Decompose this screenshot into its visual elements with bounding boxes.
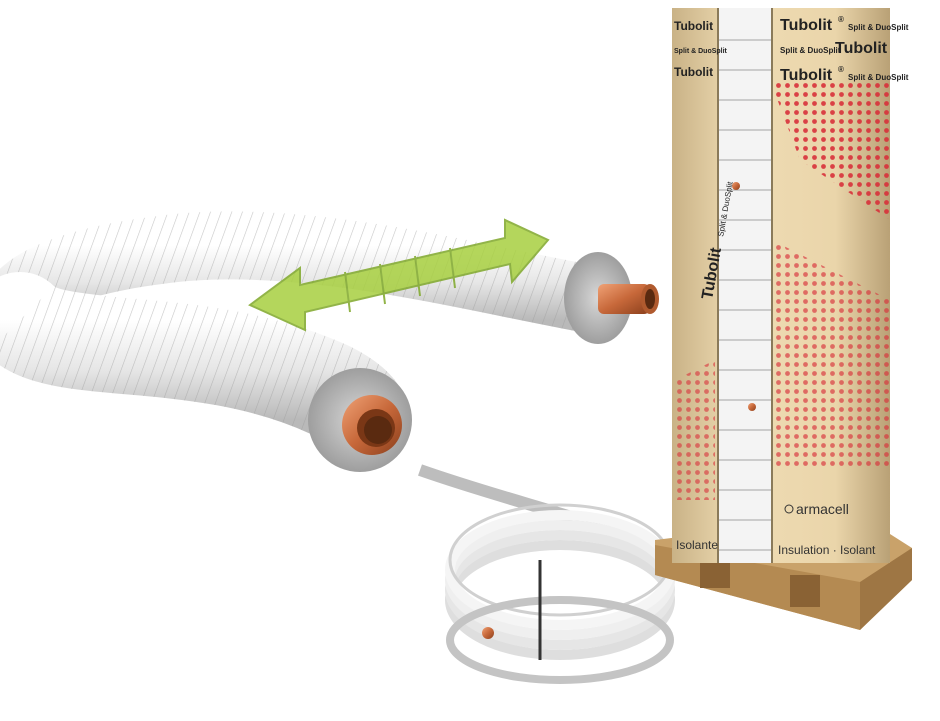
brand-name-1: Tubolit xyxy=(780,17,833,34)
double-arrow-icon xyxy=(248,218,550,332)
brand-header: Tubolit ® Split & DuoSplit Split & DuoSp… xyxy=(674,15,909,84)
tube-end-lower xyxy=(308,368,412,472)
product-line-3: Split & DuoSplit xyxy=(848,73,909,82)
pipe-coil xyxy=(445,503,675,684)
manufacturer-name: armacell xyxy=(796,501,849,517)
brand-name-left-2: Tubolit xyxy=(674,65,713,79)
product-line-left: Split & DuoSplit xyxy=(674,48,728,55)
brand-name-left-1: Tubolit xyxy=(674,19,713,33)
isolante-label: Isolante xyxy=(676,538,718,552)
product-line-2: Split & DuoSplit xyxy=(780,46,841,55)
insulation-label: Insulation · Isolant xyxy=(778,543,876,557)
registered-mark-1: ® xyxy=(838,15,844,24)
tube-end-upper xyxy=(564,252,659,344)
brand-name-2: Tubolit xyxy=(835,40,888,57)
brand-name-3: Tubolit xyxy=(780,67,833,84)
armacell-logo: armacell xyxy=(784,501,849,517)
product-line-1: Split & DuoSplit xyxy=(848,23,909,32)
packaging-roll xyxy=(672,8,890,563)
registered-mark-3: ® xyxy=(838,65,844,74)
